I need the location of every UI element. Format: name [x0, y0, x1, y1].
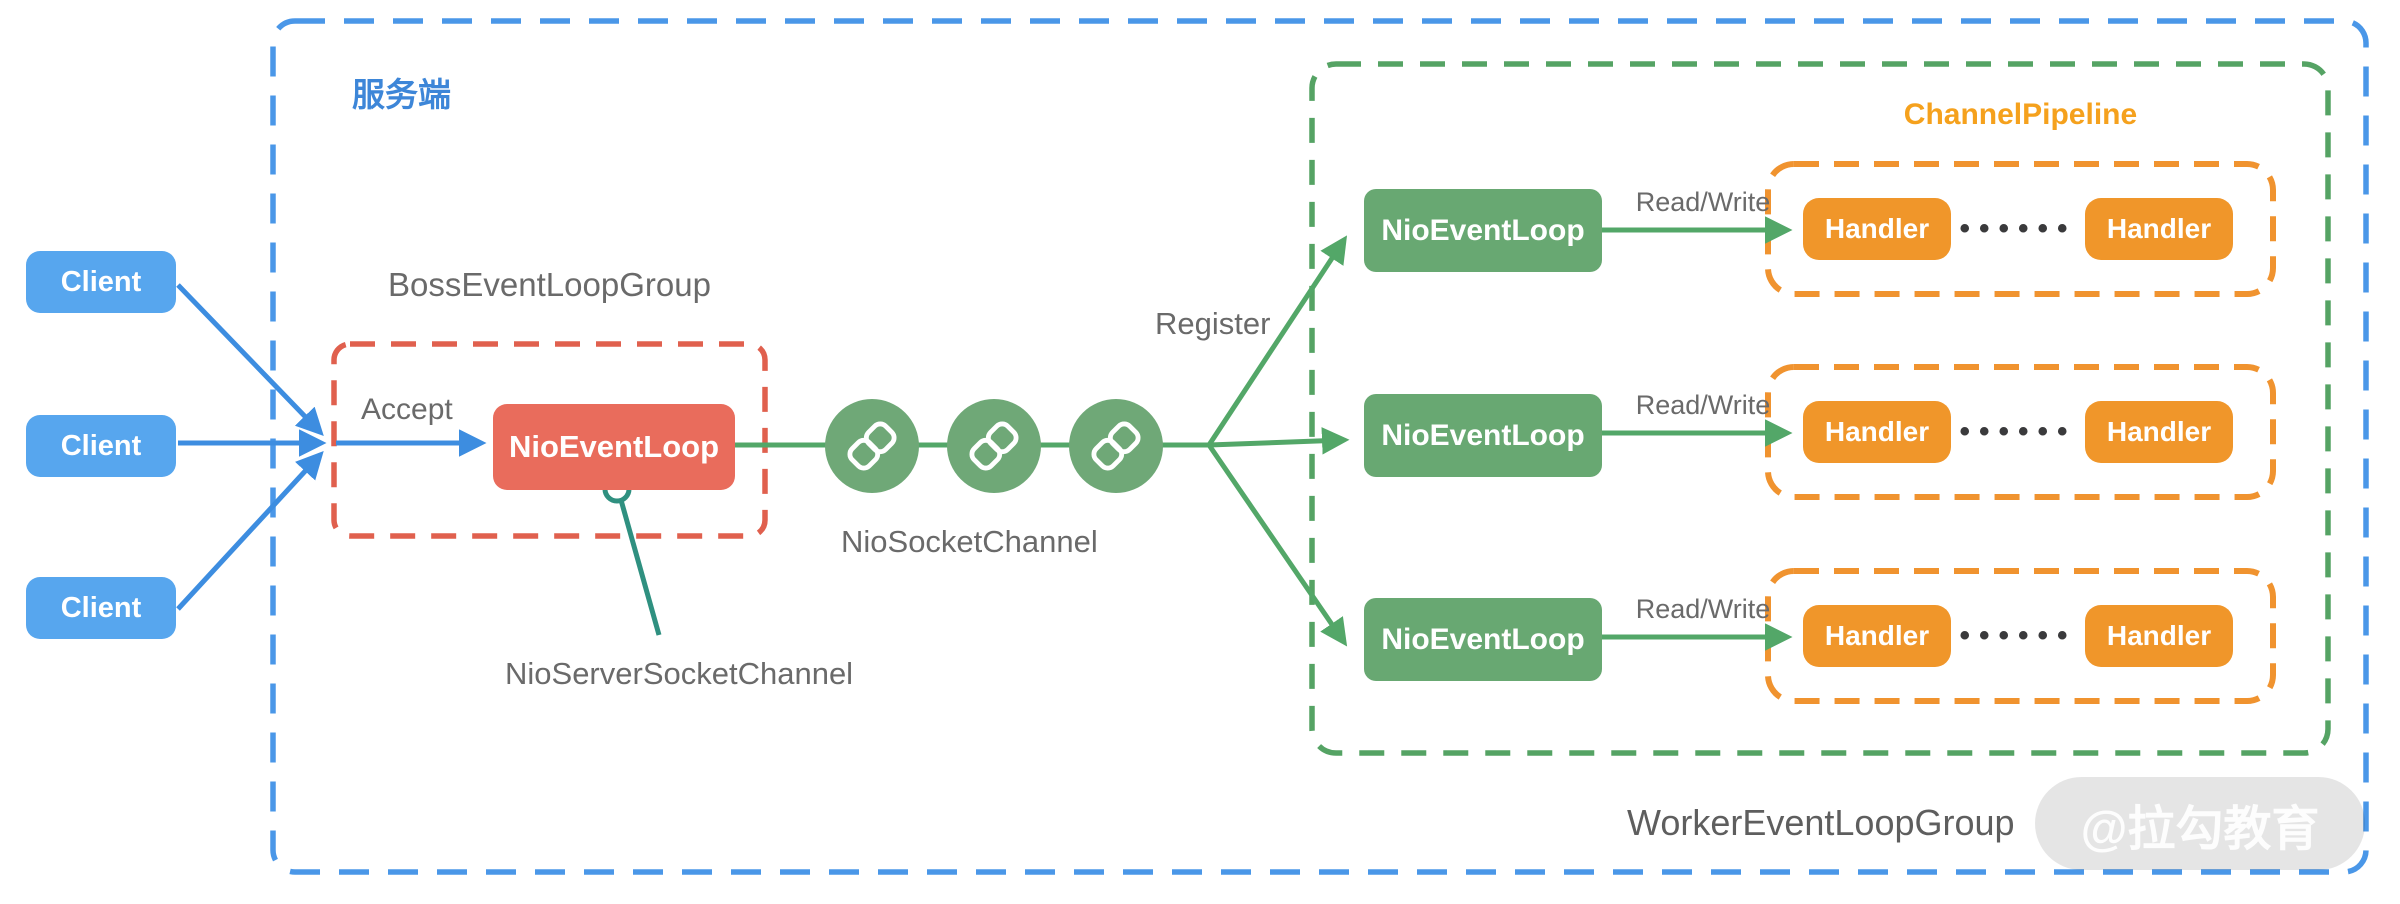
client-label: Client — [60, 265, 142, 298]
client-box-1: Client — [26, 251, 176, 313]
handler-label: Handler — [2106, 620, 2212, 651]
watermark-badge: @拉勾教育 — [2035, 777, 2365, 870]
handler-box: Handler — [2085, 198, 2233, 260]
socket-channel-node-1 — [825, 399, 919, 493]
worker-event-loop-label: NioEventLoop — [1381, 622, 1585, 656]
handler-box: Handler — [2085, 401, 2233, 463]
chain-link-icon — [1091, 421, 1141, 471]
server-channel-connector — [618, 499, 662, 636]
handler-label: Handler — [1824, 620, 1930, 651]
read-write-label-2: Read/Write — [1635, 390, 1771, 420]
worker-group-border — [1309, 61, 2331, 756]
boss-group-title: BossEventLoopGroup — [388, 266, 711, 303]
handler-box: Handler — [2085, 605, 2233, 667]
handler-box: Handler — [1803, 605, 1951, 667]
client-label: Client — [60, 429, 142, 462]
chain-link-icon — [847, 421, 897, 471]
channel-pipeline-title: ChannelPipeline — [1903, 98, 2138, 131]
read-write-label-1: Read/Write — [1635, 187, 1771, 217]
handler-label: Handler — [2106, 416, 2212, 447]
boss-event-loop-label: NioEventLoop — [508, 429, 720, 464]
server-channel-label: NioServerSocketChannel — [505, 656, 854, 691]
client-box-2: Client — [26, 415, 176, 477]
handler-label: Handler — [1824, 416, 1930, 447]
handler-label: Handler — [1824, 213, 1930, 244]
socket-channel-label: NioSocketChannel — [841, 524, 1098, 559]
handler-ellipsis: •••••• — [1959, 415, 2077, 448]
handler-ellipsis: •••••• — [1959, 619, 2077, 652]
handler-box: Handler — [1803, 198, 1951, 260]
worker-event-loop-box-3: NioEventLoop — [1364, 598, 1602, 681]
client-label: Client — [60, 591, 142, 624]
worker-event-loop-box-1: NioEventLoop — [1364, 189, 1602, 272]
client-box-3: Client — [26, 577, 176, 639]
read-write-label-3: Read/Write — [1635, 594, 1771, 624]
register-label: Register — [1155, 306, 1271, 341]
worker-group-title: WorkerEventLoopGroup — [1627, 802, 2015, 843]
boss-event-loop-box: NioEventLoop — [493, 404, 735, 490]
handler-box: Handler — [1803, 401, 1951, 463]
socket-channel-node-2 — [947, 399, 1041, 493]
worker-event-loop-label: NioEventLoop — [1381, 213, 1585, 247]
worker-event-loop-label: NioEventLoop — [1381, 418, 1585, 452]
handler-label: Handler — [2106, 213, 2212, 244]
chain-link-icon — [969, 421, 1019, 471]
watermark-text: @拉勾教育 — [2080, 802, 2320, 856]
socket-channel-node-3 — [1069, 399, 1163, 493]
server-container-border — [270, 18, 2369, 875]
accept-label: Accept — [361, 393, 453, 426]
boss-group-border — [331, 341, 768, 539]
server-container-label: 服务端 — [352, 76, 451, 113]
handler-ellipsis: •••••• — [1959, 212, 2077, 245]
worker-event-loop-box-2: NioEventLoop — [1364, 394, 1602, 477]
